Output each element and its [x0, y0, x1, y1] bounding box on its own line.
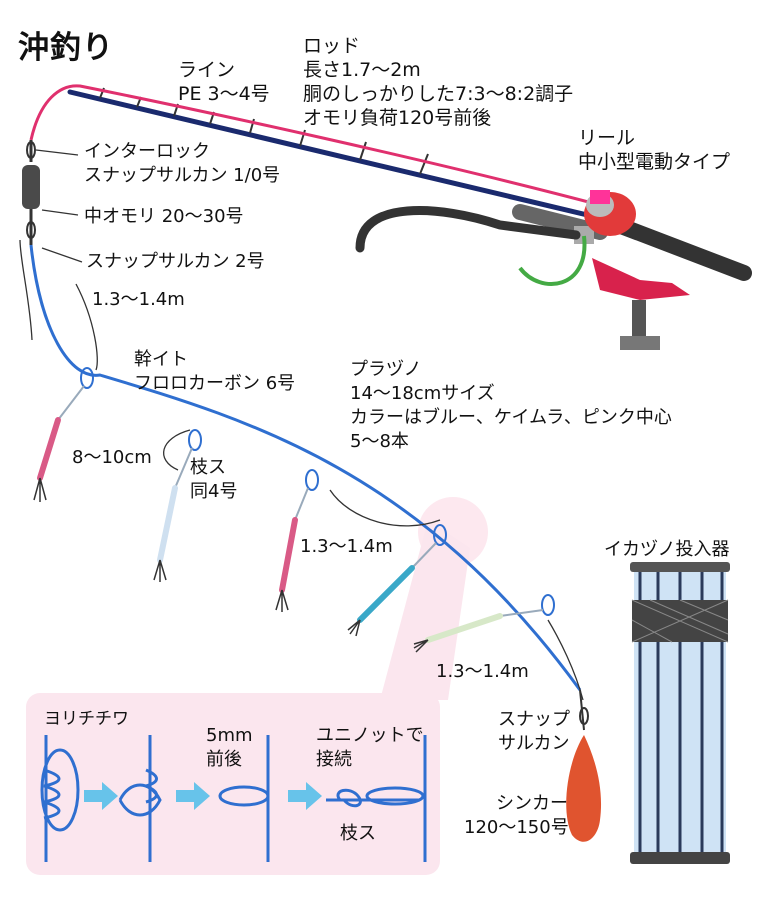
branch-jig-5	[413, 594, 555, 653]
label-branch-length: 8〜10cm	[72, 447, 152, 468]
label-snap-swivel-2: スナップサルカン 2号	[86, 251, 265, 272]
inset-title: ヨリチチワ	[44, 709, 129, 729]
inset-label-step4: ユニノットで接続	[316, 725, 424, 770]
branch-jig-1	[33, 367, 94, 502]
inset-knot-step-2	[118, 735, 162, 862]
label-interlock: インターロックスナップサルカン 1/0号	[84, 141, 281, 186]
branch-jig-4	[347, 524, 447, 637]
end-sinker	[566, 689, 602, 842]
label-length-low: 1.3〜1.4m	[436, 661, 529, 682]
inset-knot-step-3	[218, 735, 270, 862]
label-snap-swivel-end: スナップサルカン	[498, 709, 570, 754]
label-middle-sinker: 中オモリ 20〜30号	[84, 206, 244, 227]
mainline	[29, 244, 582, 691]
branch-jig-3	[275, 469, 319, 612]
label-rod: ロッド長さ1.7〜2m 胴のしっかりした7:3〜8:2調子オモリ負荷120号前後	[303, 35, 574, 129]
label-length-mid: 1.3〜1.4m	[300, 536, 393, 557]
inset-label-branch: 枝ス	[340, 823, 376, 844]
inset-knot-step-1	[40, 735, 80, 862]
inset-box	[26, 693, 440, 875]
label-jig-dropper: イカヅノ投入器	[604, 539, 730, 560]
inset-knot-step-4	[326, 735, 427, 862]
rod-holder	[592, 258, 690, 350]
pink-line	[29, 84, 601, 207]
jig-dropper	[630, 562, 730, 864]
reel	[355, 190, 636, 286]
branch-jig-2	[153, 429, 202, 582]
label-branch: 枝ス同4号	[190, 457, 238, 502]
label-length-top: 1.3〜1.4m	[92, 289, 185, 310]
label-reel: リール中小型電動タイプ	[578, 127, 731, 173]
label-mainline: 幹イトフロロカーボン 6号	[134, 349, 296, 394]
top-swivel-sinker	[22, 140, 40, 245]
inset-arrows	[84, 782, 322, 810]
inset-callout-wedge	[380, 520, 470, 700]
page-title: 沖釣り	[18, 30, 114, 66]
leader-lines	[19, 149, 584, 701]
